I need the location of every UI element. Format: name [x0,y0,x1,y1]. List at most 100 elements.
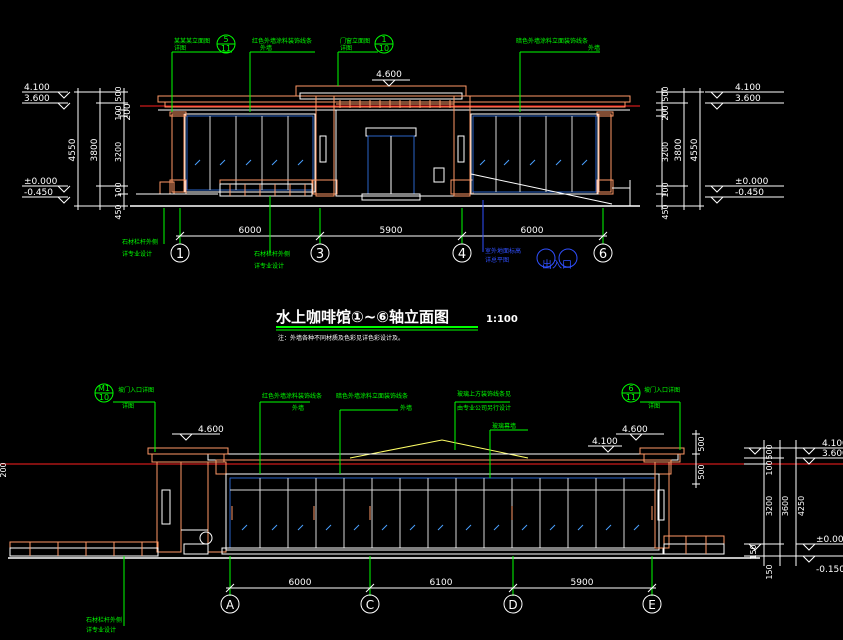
top-right-dim-mid: 3800 [674,138,684,161]
bottom-right-dim-mid: 3600 [781,496,790,516]
bottom-right-dim-in-3: 3200 [765,496,774,516]
top-callout-1-ref-bot: 11 [221,44,231,53]
bottom-right-dim-outer: 4250 [797,496,806,516]
bottom-left-entrance [156,461,227,555]
top-left-level-2: 3.600 [24,94,50,104]
top-bottom-note-leaders [163,196,271,254]
bottom-axis-lines [229,556,653,596]
bottom-axis-bubbles [220,594,662,614]
top-roof-level: 4.600 [376,70,402,80]
top-right-level-markers [705,91,784,204]
bottom-callout-1-ref-bot: 10 [99,393,109,402]
bottom-callout-2-text: 红色外墙涂料装饰线条 [262,392,322,400]
top-axis-label-6: 6 [599,247,607,262]
top-left-dim-in-2: 100 [114,105,123,120]
bottom-roof-dim [692,430,700,488]
top-elevation-scale: 1:100 [486,314,518,325]
top-right-level-4: -0.450 [735,188,764,198]
top-right-dim-in-4: 100 [661,182,670,197]
bottom-callout-4-sub: 由专业公司另行设计 [457,404,511,412]
top-right-columns [433,95,614,197]
top-left-level-markers [22,91,71,204]
top-callout-3-ref-bot: 10 [379,44,389,53]
bottom-right-dim-in-2: 100 [765,460,774,475]
top-axis-label-1: 1 [176,247,184,262]
top-bay-dim-3: 6000 [521,226,544,236]
top-blue-note-l2: 详总平图 [485,256,509,264]
top-right-level-1: 4.100 [735,83,761,93]
bottom-callout-6-text: 坡门入口详图 [644,386,680,394]
bottom-bay-dim-3: 5900 [571,578,594,588]
bottom-right-dim-in-1: 500 [765,444,774,459]
top-callout-leaders [171,34,600,112]
bottom-top-level-markers [172,433,664,453]
top-callout-3-text: 门窗立面图 [340,37,370,45]
bottom-top-level-3: 4.600 [622,425,648,435]
bottom-callout-6-ref-bot: 11 [626,393,636,402]
bottom-axis-label-c: C [366,598,374,612]
top-bay-dim-1: 6000 [239,226,262,236]
bottom-callout-4-text: 玻璃上方装饰线条见 [457,390,511,398]
bottom-callout-1-sub: 详图 [122,402,134,410]
top-left-dim-outer: 4550 [68,138,78,161]
top-callout-4-sub: 外墙 [588,44,600,52]
bottom-left-cut-label: 200 [0,462,8,477]
bottom-bay-dim-1: 6000 [289,578,312,588]
top-right-level-2: 3.600 [735,94,761,104]
bottom-top-level-2: 4.100 [592,437,618,447]
bottom-callout-1-ref-top: M1 [98,384,110,393]
top-callout-1-text: 某某某立面图 [174,37,210,45]
top-balustrade [219,179,313,197]
bottom-note-l1: 石材栏杆外侧 [86,616,122,624]
bottom-right-level-2: 3.600 [822,449,843,459]
top-right-dim-outer: 4550 [690,138,700,161]
top-bay-dimension [175,231,608,241]
top-left-level-4: -0.450 [24,188,53,198]
top-left-glazing [184,113,316,193]
bottom-top-level-1: 4.600 [198,425,224,435]
top-axis-bubbles [170,243,613,263]
top-bottom-note-1-l2: 详专业设计 [122,250,152,258]
top-right-dim-in-5: 450 [661,204,670,219]
top-callout-1-sub: 详图 [174,44,186,52]
bottom-callout-5-text: 玻璃幕墙 [492,422,516,430]
top-callout-2-sub: 外墙 [260,44,272,52]
bottom-bay-dim-2: 6100 [430,578,453,588]
bottom-callout-leaders [94,383,681,478]
top-elevation-title: 水上咖啡馆①~⑥轴立面图 [276,308,449,326]
bottom-callout-3-sub: 外墙 [400,404,412,412]
bottom-right-level-markers [748,447,843,563]
top-left-dim-in-1: 500 [114,86,123,101]
top-callout-4-text: 暗色外墙涂料立面装饰线条 [516,37,588,45]
top-blue-note [482,200,578,268]
top-right-dim-in-1: 500 [661,86,670,101]
top-blue-note-sub: 出入口 [542,258,572,271]
top-blue-note-l1: 室外地面标高 [485,247,521,255]
top-left-columns [169,95,338,197]
top-right-dim-in-2: 200 [661,105,670,120]
top-bottom-note-1-l1: 石材栏杆外侧 [122,238,158,246]
top-elevation-note: 注：外墙各种不同材质及色彩见详色彩设计及。 [278,334,404,342]
top-axis-label-3: 3 [316,247,324,262]
bottom-right-dim-in-4: 150 [765,564,774,579]
top-elevation: 6000 5900 6000 1 3 4 6 4.600 4.100 3.600… [22,34,784,342]
bottom-right-dim-lines [744,440,800,566]
bottom-elevation: 200 [0,383,843,634]
bottom-roof-dim-1: 500 [697,436,706,451]
bottom-axis-label-e: E [648,598,656,612]
top-callout-3-ref-top: 1 [381,35,386,44]
bottom-right-piers [654,461,725,555]
bottom-right-level-1: 4.100 [822,439,843,449]
bottom-axis-label-a: A [226,598,235,612]
bottom-left-balustrade [9,541,159,557]
bottom-roof-pitch [349,439,529,459]
top-left-steps [136,181,218,195]
top-right-glazing [470,113,631,206]
top-callout-2-text: 红色外墙涂料装饰线条 [252,37,312,45]
top-right-dim-lines [656,88,704,210]
top-left-dim-in-3: 3200 [114,142,123,162]
top-callout-3-sub: 详图 [340,44,352,52]
top-bay-dim-2: 5900 [380,226,403,236]
top-left-dim-in-4: 100 [114,182,123,197]
